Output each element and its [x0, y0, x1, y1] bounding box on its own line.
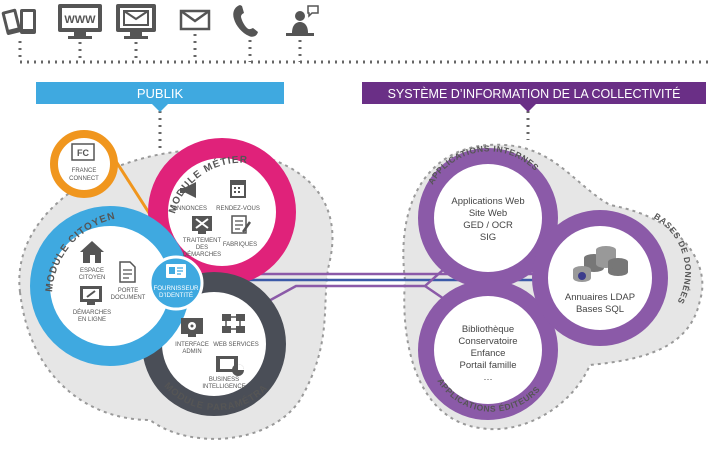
parametrage-items: INTERFACE ADMIN WEB SERVICES BUSINESS IN… — [175, 314, 259, 390]
fournisseur-identite[interactable]: FOURNISSEUR D’IDENTITÉ — [148, 255, 204, 311]
monitor-edit-icon — [80, 286, 102, 305]
metier-items: ANNONCES RENDEZ-VOUS TRAITEMENT DES DÉMA… — [173, 180, 260, 258]
parametrage-item-label: BUSINESS — [209, 377, 239, 383]
applications-internes[interactable]: APPLICATIONS INTERNES Applications Web S… — [418, 143, 558, 288]
citoyen-items: ESPACE CITOYEN PORTE DOCUMENT DÉMARCHES … — [73, 241, 146, 323]
france-connect-logo-text: FC — [77, 148, 89, 158]
metier-item-label: TRAITEMENT — [183, 238, 222, 244]
desk-agent-icon — [286, 5, 319, 36]
channel-icons: WWW — [1, 4, 319, 39]
internes-item: Site Web — [469, 208, 507, 219]
citoyen-item-label: CITOYEN — [79, 275, 106, 281]
publik-banner: PUBLIK — [36, 82, 284, 112]
www-label: WWW — [64, 14, 96, 26]
internes-item: SIG — [480, 232, 496, 243]
settings-monitor-icon — [181, 318, 203, 337]
document-icon — [119, 261, 136, 283]
france-connect-logo — [71, 143, 95, 161]
parametrage-item-label: WEB SERVICES — [213, 342, 259, 348]
bases-de-donnees[interactable]: BASES DE DONNÉES Annuaires LDAP Bases SQ… — [532, 210, 693, 346]
si-banner: SYSTÈME D’INFORMATION DE LA COLLECTIVITÉ — [362, 82, 706, 112]
metier-item-label: RENDEZ-VOUS — [216, 206, 260, 212]
citoyen-item-label: ESPACE — [80, 268, 104, 274]
citoyen-item-label: PORTE — [118, 288, 139, 294]
tools-monitor-icon — [192, 216, 212, 234]
database-connector-dot — [578, 272, 586, 280]
france-connect-line2: CONNECT — [69, 176, 99, 182]
editeurs-item: … — [483, 372, 493, 383]
envelope-icon — [179, 9, 211, 31]
megaphone-icon — [180, 182, 196, 198]
bases-item: Annuaires LDAP — [565, 292, 635, 303]
editeurs-item: Conservatoire — [458, 336, 517, 347]
france-connect[interactable]: FC FRANCE CONNECT — [50, 130, 118, 198]
internes-item: Applications Web — [451, 196, 524, 207]
citoyen-item-label: EN LIGNE — [78, 317, 106, 323]
si-label: SYSTÈME D’INFORMATION DE LA COLLECTIVITÉ — [388, 86, 681, 101]
parametrage-item-label: INTELLIGENCE — [202, 384, 245, 390]
database-icon — [573, 246, 628, 282]
form-pencil-icon — [231, 215, 252, 234]
publik-label: PUBLIK — [137, 86, 184, 101]
metier-item-label: ANNONCES — [173, 206, 207, 212]
editeurs-item: Enfance — [471, 348, 506, 359]
calendar-icon — [230, 180, 246, 198]
id-card-icon — [166, 264, 186, 278]
network-icon — [222, 314, 245, 333]
www-monitor-icon: WWW — [58, 4, 102, 39]
parametrage-item-label: INTERFACE — [175, 342, 209, 348]
phone-icon — [233, 5, 258, 37]
internes-item: GED / OCR — [463, 220, 513, 231]
business-chart-icon — [216, 356, 244, 376]
fournisseur-line1: FOURNISSEUR — [153, 285, 199, 292]
house-icon — [80, 241, 104, 263]
metier-item-label: DES — [196, 245, 208, 251]
fournisseur-line2: D’IDENTITÉ — [159, 292, 193, 299]
citoyen-item-label: DOCUMENT — [111, 295, 146, 301]
citoyen-item-label: DÉMARCHES — [73, 309, 111, 316]
metier-item-label: FABRIQUES — [223, 242, 257, 248]
editeurs-item: Portail famille — [459, 360, 516, 371]
editeurs-item: Bibliothèque — [462, 324, 514, 335]
applications-editeurs[interactable]: APPLICATIONS ÉDITEURS Bibliothèque Conse… — [418, 280, 558, 420]
mobile-devices-icon — [1, 8, 36, 35]
parametrage-item-label: ADMIN — [182, 349, 201, 355]
bases-item: Bases SQL — [576, 304, 624, 315]
france-connect-line1: FRANCE — [72, 168, 97, 174]
email-monitor-icon — [116, 4, 156, 39]
metier-item-label: DÉMARCHES — [183, 251, 221, 258]
